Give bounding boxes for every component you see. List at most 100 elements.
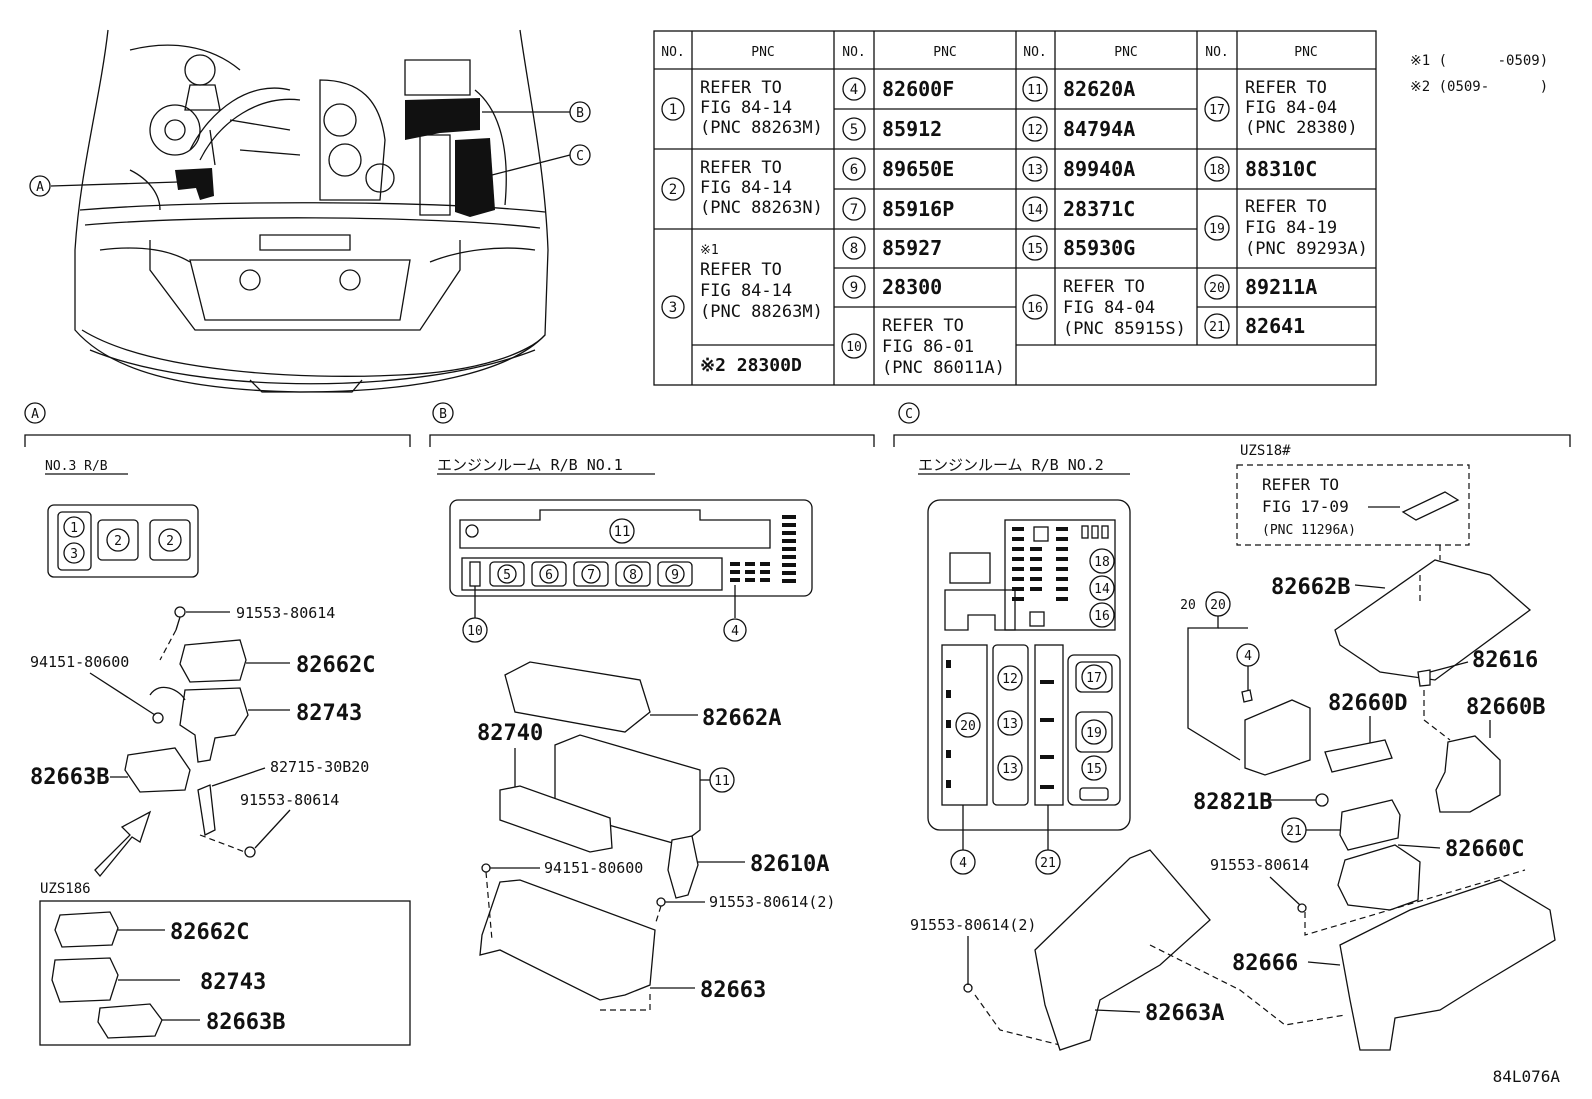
pnc-4: 82600F [882,77,954,101]
variant-part-82663B: 82663B [206,1010,285,1035]
part-82660C: 82660C [1445,837,1524,862]
callout-a [29,175,51,197]
refer-line-3: (PNC 11296A) [1262,523,1356,538]
section-a-badge: A [31,407,39,422]
header-no-1: NO. [661,45,684,60]
rb2-relay-17: 17 [1086,671,1102,686]
pnc-12: 84794A [1063,117,1135,141]
row-num-19: 19 [1209,222,1225,237]
part-82715-30B20: 82715-30B20 [270,758,369,776]
part-82663B-a: 82663B [30,765,109,790]
rb2-fuse-18: 18 [1094,555,1110,570]
col4-rows: 17 REFER TO FIG 84-04 (PNC 28380) 18 883… [1204,78,1368,339]
callout-c [569,144,591,166]
part-91553-80614-c2: 91553-80614(2) [910,916,1036,934]
variant-uzs186-title: UZS186 [40,881,91,897]
row-num-2: 2 [669,182,677,198]
rb1-fuse-map [449,499,813,597]
engine-bay-illustration: A B C [29,29,591,393]
pnc-2-line3: (PNC 88263N) [700,198,823,218]
note-1: ※1 ( -0509) [1410,53,1548,69]
section-c-title: エンジンルーム R/B NO.2 [918,456,1104,474]
row-num-9: 9 [850,280,858,296]
pnc-5: 85912 [882,117,942,141]
rb1-fuse-6: 6 [545,568,553,583]
note-2: ※2 (0509- ) [1410,79,1548,95]
pnc-2-line2: FIG 84-14 [700,178,792,198]
rb2-fuse-20: 20 [960,719,976,734]
pnc-17-line1: REFER TO [1245,78,1327,98]
pnc-8: 85927 [882,236,942,260]
fuse-a-2a: 2 [114,534,122,549]
row-num-12: 12 [1027,123,1043,138]
part-82660D: 82660D [1328,691,1407,716]
pnc-16-line3: (PNC 85915S) [1063,319,1186,339]
pnc-16-line1: REFER TO [1063,277,1145,297]
rb2-relay-19: 19 [1086,726,1102,741]
part-82616: 82616 [1472,648,1538,673]
pnc-table: NO. PNC NO. PNC NO. PNC NO. PNC 1 REFER … [653,30,1377,386]
pnc-6: 89650E [882,157,954,181]
pnc-13: 89940A [1063,157,1135,181]
rb1-callout-10: 10 [467,624,483,639]
variant-part-82662C: 82662C [170,920,249,945]
section-b-badge: B [439,407,447,422]
rb2-callout-21b: 21 [1286,824,1302,839]
part-91553-80614-b: 91553-80614(2) [709,893,835,911]
part-82660B: 82660B [1466,695,1545,720]
part-82663A: 82663A [1145,1001,1224,1026]
variant-uzs18-box [1236,464,1470,546]
refer-line-1: REFER TO [1262,475,1339,494]
fig-label-20: 20 [1180,598,1196,613]
fuse-a-2b: 2 [166,534,174,549]
pnc-10-line3: (PNC 86011A) [882,358,1005,378]
fuse-a-1: 1 [70,521,78,536]
rb2-relay-pins [1012,527,1068,601]
rb1-fuse-11: 11 [614,524,631,540]
callout-b [569,101,591,123]
row-num-17: 17 [1209,103,1225,118]
pnc-3-line2: REFER TO [700,260,782,280]
row-num-14: 14 [1027,203,1043,218]
pnc-18: 88310C [1245,157,1317,181]
pnc-19-line2: FIG 84-19 [1245,218,1337,238]
row-num-18: 18 [1209,163,1225,178]
callout-c-label: C [576,149,584,164]
pnc-20: 89211A [1245,275,1317,299]
section-a-title: NO.3 R/B [45,459,108,474]
refer-line-2: FIG 17-09 [1262,497,1349,516]
pnc-17-line2: FIG 84-04 [1245,98,1337,118]
row-num-13: 13 [1027,163,1043,178]
header-pnc-4: PNC [1294,45,1317,60]
rb2-fuse-14: 14 [1094,582,1110,597]
row-num-1: 1 [669,102,677,118]
pnc-7: 85916P [882,197,954,221]
variant-part-82743: 82743 [200,970,266,995]
pnc-1-line2: FIG 84-14 [700,98,792,118]
part-94151-80600-b: 94151-80600 [544,859,643,877]
rb1-fuse-9: 9 [671,568,679,583]
part-82740: 82740 [477,721,543,746]
row-num-3: 3 [669,300,677,316]
insert-arrow-icon [94,810,152,878]
rb2-callout-4: 4 [959,856,967,871]
variant-uzs18-title: UZS18# [1240,443,1291,459]
row-num-4: 4 [850,82,858,98]
pnc-9: 28300 [882,275,942,299]
header-pnc-3: PNC [1114,45,1137,60]
rb2-callout-4b: 4 [1244,649,1252,664]
row-num-20: 20 [1209,281,1225,296]
pnc-3-line3: FIG 84-14 [700,281,792,301]
part-82663: 82663 [700,978,766,1003]
pnc-19-line1: REFER TO [1245,197,1327,217]
pnc-1-line1: REFER TO [700,78,782,98]
header-no-4: NO. [1205,45,1228,60]
pnc-15: 85930G [1063,236,1135,260]
rb1-relay-pins [730,515,796,583]
part-82662C: 82662C [296,653,375,678]
fuse-a-3: 3 [70,547,78,562]
rb2-callout-21: 21 [1040,856,1056,871]
pnc-14: 28371C [1063,197,1135,221]
section-headers: A B C [24,402,1571,447]
